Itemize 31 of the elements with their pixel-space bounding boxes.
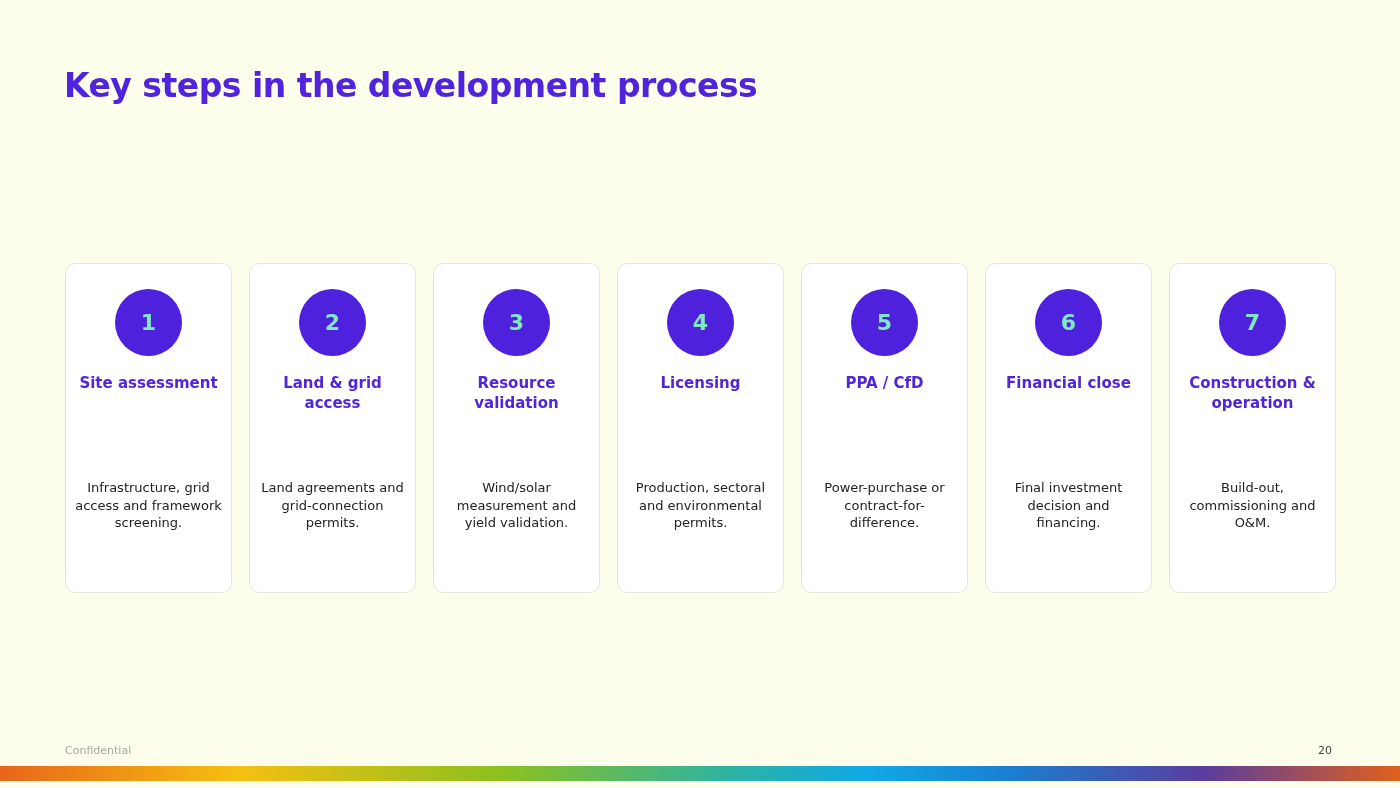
page-number: 20 bbox=[1318, 744, 1332, 757]
step-card bbox=[1169, 263, 1336, 593]
step-description: Land agreements and grid-connection permits. bbox=[260, 479, 405, 532]
step-title: Site assessment bbox=[78, 373, 219, 393]
step-description: Production, sectoral and environmental permits. bbox=[634, 479, 767, 532]
step-title: Construction & operation bbox=[1188, 373, 1317, 413]
step-number: 4 bbox=[667, 289, 734, 356]
step-description: Power-purchase or contract-for-difference. bbox=[823, 479, 946, 532]
step-card bbox=[985, 263, 1152, 593]
step-card bbox=[65, 263, 232, 593]
step-description: Build-out, commissioning and O&M. bbox=[1188, 479, 1317, 532]
step-number: 3 bbox=[483, 289, 550, 356]
step-number: 5 bbox=[851, 289, 918, 356]
step-number: 7 bbox=[1219, 289, 1286, 356]
step-description: Wind/solar measurement and yield validation. bbox=[455, 479, 578, 532]
slide-title: Key steps in the development process bbox=[64, 66, 758, 105]
step-card bbox=[801, 263, 968, 593]
confidentiality-note: Confidential bbox=[65, 744, 132, 757]
step-card bbox=[433, 263, 600, 593]
step-title: Licensing bbox=[659, 373, 742, 393]
step-number: 1 bbox=[115, 289, 182, 356]
step-title: Resource validation bbox=[473, 373, 560, 413]
step-title: PPA / CfD bbox=[844, 373, 925, 393]
step-title: Financial close bbox=[1005, 373, 1132, 393]
step-number: 6 bbox=[1035, 289, 1102, 356]
step-number: 2 bbox=[299, 289, 366, 356]
step-card bbox=[249, 263, 416, 593]
step-card bbox=[617, 263, 784, 593]
step-description: Final investment decision and financing. bbox=[1013, 479, 1124, 532]
step-description: Infrastructure, grid access and framework screening. bbox=[74, 479, 223, 532]
step-title: Land & grid access bbox=[282, 373, 383, 413]
